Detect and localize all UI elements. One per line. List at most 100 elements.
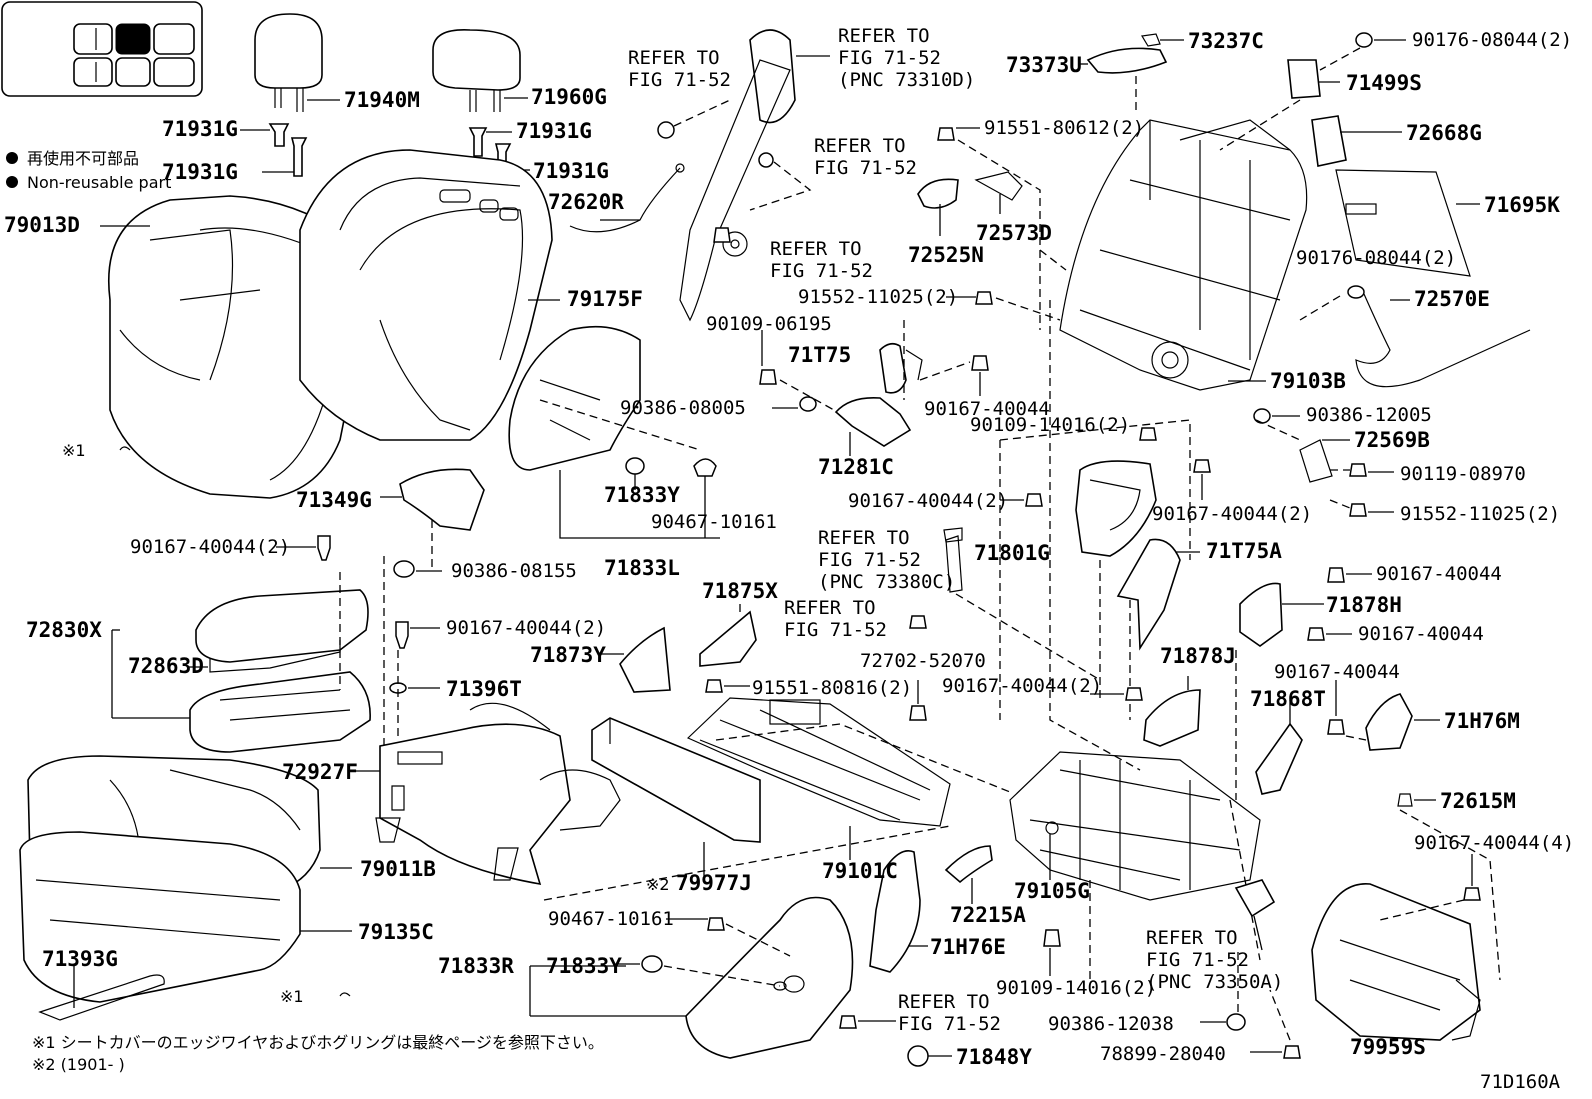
label-90167-40044-2-b: 90167-40044(2) xyxy=(446,617,606,639)
clip-71833Y xyxy=(641,955,663,973)
label-71833Y-a: 71833Y xyxy=(604,483,680,507)
label-71T75A: 71T75A xyxy=(1206,539,1282,563)
cap-71848Y xyxy=(907,1045,929,1067)
bolt-90167-40044-g xyxy=(1327,719,1345,735)
label-90167-40044-c: 90167-40044 xyxy=(1358,623,1484,645)
cover-71868T xyxy=(1255,700,1303,795)
label-refer-a2: FIG 71-52 xyxy=(628,69,731,91)
label-refer-f3: (PNC 73380C) xyxy=(818,571,955,593)
bracket-71873Y xyxy=(600,626,671,693)
label-90167-40044-4: 90167-40044(4) xyxy=(1414,832,1574,854)
guide-line xyxy=(543,825,951,901)
guide-line xyxy=(1235,650,1367,800)
guide-line xyxy=(663,965,781,987)
label-refer-e2: FIG 71-52 xyxy=(784,619,887,641)
hog-ring-icon xyxy=(339,992,351,997)
bolt-90167-40044-a xyxy=(971,355,989,371)
pad-72668G xyxy=(1311,115,1402,167)
label-73373U: 73373U xyxy=(1006,53,1082,77)
guide-line xyxy=(919,361,971,381)
nut-refer-a xyxy=(657,121,675,139)
bolt-91551-80816 xyxy=(705,679,723,693)
bolt-90167-40044-e xyxy=(1327,567,1345,583)
figure-id: 71D160A xyxy=(1480,1071,1561,1093)
pad-79959S xyxy=(1311,883,1481,1041)
side-cover-71833R xyxy=(529,896,854,1059)
bracket-71T75 xyxy=(879,342,923,394)
seat-belt-assembly xyxy=(679,29,830,322)
label-90167-40044-2-d: 90167-40044(2) xyxy=(1152,503,1312,525)
bolt-90176-08044 xyxy=(1355,32,1373,48)
guide-line xyxy=(1379,899,1465,921)
bolt-90167-40044 xyxy=(395,621,409,649)
label-90386-12005: 90386-12005 xyxy=(1306,404,1432,426)
label-71878H: 71878H xyxy=(1326,593,1402,617)
guide-line xyxy=(715,723,1011,793)
label-refer-c1: REFER TO xyxy=(814,135,906,157)
label-90119-08970: 90119-08970 xyxy=(1400,463,1526,485)
label-90176-08044-2-b: 90176-08044(2) xyxy=(1296,247,1456,269)
label-90109-06195: 90109-06195 xyxy=(706,313,832,335)
clip-73237C xyxy=(1141,33,1184,47)
label-72573D: 72573D xyxy=(976,221,1052,245)
label-91551-80816-2: 91551-80816(2) xyxy=(752,677,912,699)
bolt-91552-11025 xyxy=(975,291,993,305)
label-72569B: 72569B xyxy=(1354,428,1430,452)
label-90167-40044-2-e: 90167-40044(2) xyxy=(942,675,1102,697)
bullet-icon xyxy=(6,152,18,164)
bracket-73380C xyxy=(943,527,963,593)
label-90167-40044-d: 90167-40044 xyxy=(1274,661,1400,683)
guide-line xyxy=(673,99,731,127)
label-71T75: 71T75 xyxy=(788,343,851,367)
label-71931G-b: 71931G xyxy=(516,119,592,143)
label-refer-d1: REFER TO xyxy=(770,238,862,260)
label-72525N: 72525N xyxy=(908,243,984,267)
label-refer-e1: REFER TO xyxy=(784,597,876,619)
guide-line xyxy=(725,923,791,957)
bracket-71875X xyxy=(699,604,757,667)
nut-90467-10161 xyxy=(707,917,725,931)
bolt-90167-40044-c xyxy=(1025,493,1043,507)
bolt-90109-14016-b xyxy=(1043,929,1061,947)
label-refer-h2: FIG 71-52 xyxy=(1146,949,1249,971)
label-72927F: 72927F xyxy=(282,760,358,784)
label-72615M: 72615M xyxy=(1440,789,1516,813)
bolt-72702-52070 xyxy=(909,705,927,721)
label-91552-11025-2-b: 91552-11025(2) xyxy=(1400,503,1560,525)
label-71873Y: 71873Y xyxy=(530,643,606,667)
seat-frame-72927F xyxy=(350,702,621,886)
cushion-pad-79977J xyxy=(591,717,761,880)
label-72668G: 72668G xyxy=(1406,121,1482,145)
buckle-73350A xyxy=(1234,879,1276,951)
label-refer-b2: FIG 71-52 xyxy=(838,47,941,69)
nut-90386-08005 xyxy=(799,396,817,412)
label-90467-10161-a: 90467-10161 xyxy=(651,511,777,533)
cable-72620R xyxy=(569,163,685,233)
bracket-72573D xyxy=(974,171,1023,214)
bolt-90167-40044-d xyxy=(1125,687,1143,701)
label-72570E: 72570E xyxy=(1414,287,1490,311)
cable-72570E xyxy=(1347,285,1531,388)
label-90386-08005: 90386-08005 xyxy=(620,397,746,419)
label-79175F: 79175F xyxy=(567,287,643,311)
guide-line xyxy=(1237,950,1291,1041)
mark-note1-bottom: ※1 xyxy=(280,987,304,1006)
label-refer-d2: FIG 71-52 xyxy=(770,260,873,282)
guide-line xyxy=(1329,469,1351,509)
bolt-90167-40044-armrest xyxy=(276,535,331,561)
bolt-refer-c xyxy=(713,227,731,243)
legend-jp: 再使用不可部品 xyxy=(27,149,139,168)
legend-en: Non-reusable part xyxy=(27,173,171,192)
guide-line xyxy=(1299,295,1341,321)
label-72215A: 72215A xyxy=(950,903,1026,927)
label-90167-40044-b: 90167-40044 xyxy=(1376,563,1502,585)
label-71396T: 71396T xyxy=(446,677,522,701)
label-79101C: 79101C xyxy=(822,859,898,883)
cover-71349G xyxy=(380,468,485,531)
part-labels: 71940M 71960G 71931G 71931G 71931G 71931… xyxy=(4,25,1574,1069)
seat-position-thumbnail xyxy=(1,1,203,97)
cover-71878H xyxy=(1239,582,1324,647)
label-91552-11025-2-a: 91552-11025(2) xyxy=(798,286,958,308)
label-71833L: 71833L xyxy=(604,556,680,580)
